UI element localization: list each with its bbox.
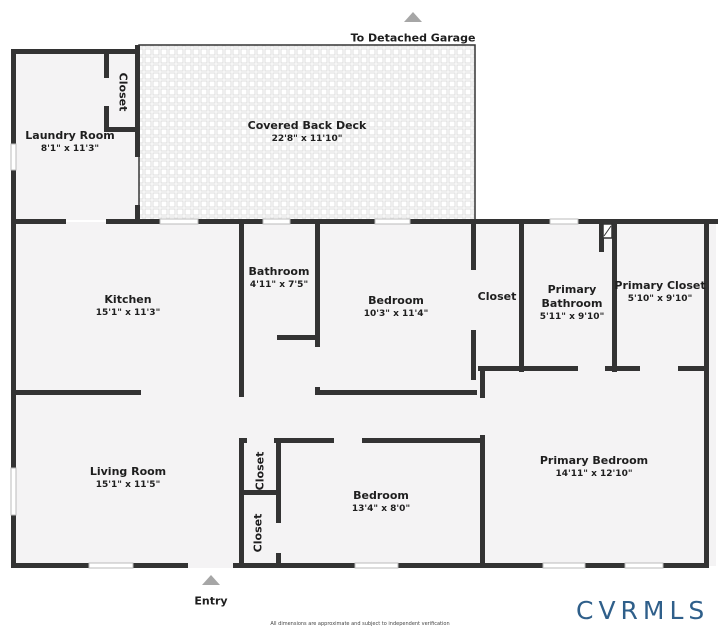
room-bedroom-2: Bedroom 13'4" x 8'0" xyxy=(351,489,411,514)
room-primary-closet: Primary Closet 5'10" x 9'10" xyxy=(614,279,706,304)
room-bathroom: Bathroom 4'11" x 7'5" xyxy=(248,265,310,290)
entry-arrow-icon xyxy=(202,575,220,585)
garage-label: To Detached Garage xyxy=(350,31,476,45)
disclaimer-text: All dimensions are approximate and subje… xyxy=(270,621,450,627)
windows xyxy=(10,143,664,569)
entry-label: Entry xyxy=(194,594,228,608)
room-kitchen: Kitchen 15'1" x 11'3" xyxy=(95,293,161,318)
hall-closet-lower-label: Closet xyxy=(251,513,265,553)
cvrmls-logo: CVRMLS xyxy=(576,596,710,625)
room-laundry: Laundry Room 8'1" x 11'3" xyxy=(25,129,115,154)
room-closet: Closet xyxy=(477,290,517,303)
deck-floor xyxy=(138,44,476,221)
laundry-closet-label: Closet xyxy=(116,72,130,112)
room-primary-bedroom: Primary Bedroom 14'11" x 12'10" xyxy=(539,454,649,479)
room-primary-bathroom: Primary Bathroom 5'11" x 9'10" xyxy=(539,283,605,322)
walls xyxy=(11,45,718,568)
room-living: Living Room 15'1" x 11'5" xyxy=(89,465,167,490)
hall-closet-upper-label: Closet xyxy=(253,451,267,491)
garage-arrow-icon xyxy=(404,12,422,22)
room-deck: Covered Back Deck 22'8" x 11'10" xyxy=(247,119,367,144)
room-bedroom: Bedroom 10'3" x 11'4" xyxy=(363,294,429,319)
